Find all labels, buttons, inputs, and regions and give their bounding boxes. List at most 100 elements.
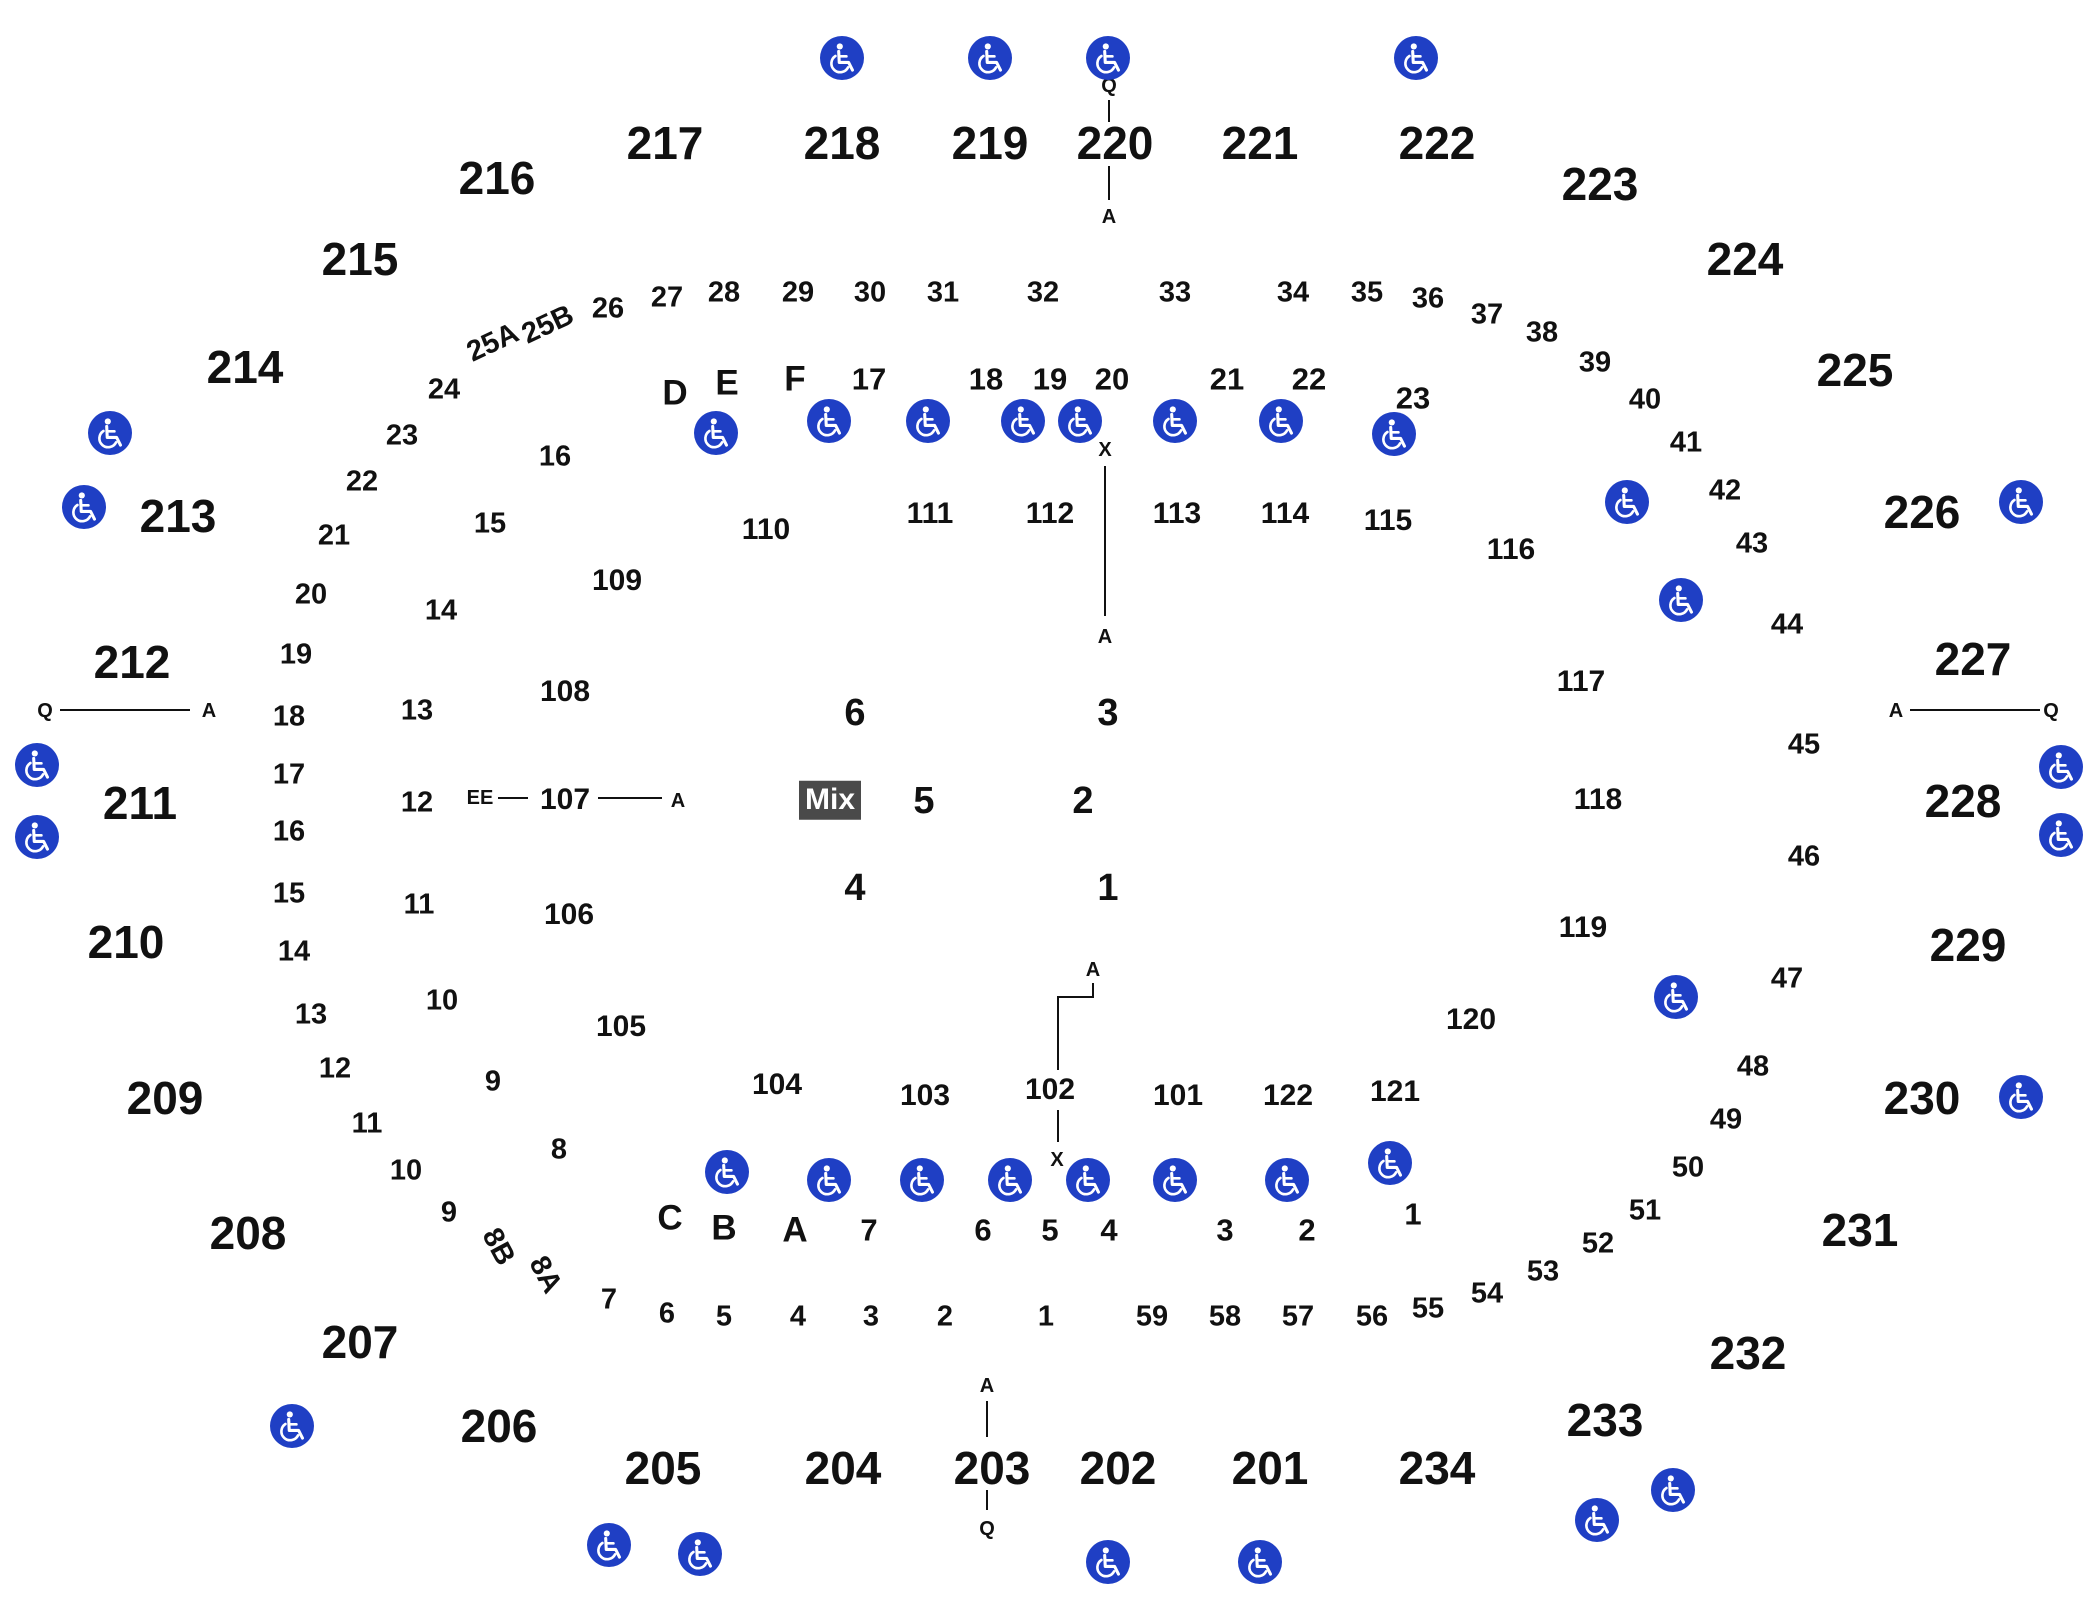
section-228[interactable]: 228 [1924, 775, 2002, 827]
row-label: 23 [1395, 380, 1431, 416]
section-116[interactable]: 116 [1486, 533, 1536, 566]
section-232[interactable]: 232 [1709, 1327, 1787, 1379]
floor-section-1[interactable]: 1 [1097, 867, 1119, 909]
marker-a: A [1888, 700, 1904, 722]
row-label: 21 [317, 519, 351, 552]
section-203[interactable]: 203 [953, 1442, 1031, 1494]
wheelchair-icon [988, 1158, 1032, 1202]
section-101[interactable]: 101 [1152, 1079, 1204, 1112]
section-205[interactable]: 205 [624, 1442, 702, 1494]
wheelchair-icon [1651, 1468, 1695, 1512]
section-202[interactable]: 202 [1079, 1442, 1157, 1494]
section-217[interactable]: 217 [626, 117, 704, 169]
row-label: 19 [1032, 361, 1068, 397]
section-208[interactable]: 208 [209, 1207, 287, 1259]
floor-section-2[interactable]: 2 [1072, 780, 1094, 822]
section-104[interactable]: 104 [751, 1068, 803, 1101]
row-label: 53 [1526, 1255, 1560, 1288]
section-110[interactable]: 110 [741, 513, 791, 546]
section-233[interactable]: 233 [1566, 1394, 1644, 1446]
floor-section-5[interactable]: 5 [913, 780, 935, 822]
row-label: 34 [1276, 276, 1310, 309]
row-label: 39 [1578, 346, 1612, 379]
row-label: 8 [550, 1133, 568, 1166]
section-119[interactable]: 119 [1558, 911, 1608, 944]
section-121[interactable]: 121 [1369, 1075, 1421, 1108]
section-220[interactable]: 220 [1076, 117, 1154, 169]
section-108[interactable]: 108 [539, 675, 591, 708]
row-label: 50 [1671, 1151, 1705, 1184]
section-225[interactable]: 225 [1816, 344, 1894, 396]
row-label: 30 [853, 276, 887, 309]
section-114[interactable]: 114 [1260, 497, 1310, 530]
row-label: 43 [1735, 527, 1769, 560]
section-112[interactable]: 112 [1025, 497, 1075, 530]
section-206[interactable]: 206 [460, 1400, 538, 1452]
row-label: 6 [658, 1297, 676, 1330]
section-216[interactable]: 216 [458, 152, 536, 204]
section-218[interactable]: 218 [803, 117, 881, 169]
section-213[interactable]: 213 [139, 490, 217, 542]
section-222[interactable]: 222 [1398, 117, 1476, 169]
aisle-line [1092, 983, 1094, 997]
aisle-line [1104, 466, 1106, 616]
section-204[interactable]: 204 [804, 1442, 882, 1494]
section-117[interactable]: 117 [1556, 665, 1606, 698]
wheelchair-icon [1259, 399, 1303, 443]
wheelchair-icon [705, 1150, 749, 1194]
section-107[interactable]: 107 [539, 783, 591, 816]
row-label: 21 [1209, 361, 1245, 397]
section-229[interactable]: 229 [1929, 919, 2007, 971]
section-118[interactable]: 118 [1573, 783, 1623, 816]
section-120[interactable]: 120 [1445, 1003, 1497, 1036]
section-214[interactable]: 214 [206, 341, 284, 393]
wheelchair-icon [1368, 1141, 1412, 1185]
section-224[interactable]: 224 [1706, 233, 1784, 285]
floor-section-6[interactable]: 6 [844, 692, 866, 734]
wheelchair-icon [1238, 1540, 1282, 1584]
section-215[interactable]: 215 [321, 233, 399, 285]
section-219[interactable]: 219 [951, 117, 1029, 169]
section-210[interactable]: 210 [87, 916, 165, 968]
section-122[interactable]: 122 [1262, 1079, 1314, 1112]
section-103[interactable]: 103 [899, 1079, 951, 1112]
row-label: 2 [936, 1300, 954, 1333]
section-113[interactable]: 113 [1152, 497, 1202, 530]
section-207[interactable]: 207 [321, 1316, 399, 1368]
section-102[interactable]: 102 [1024, 1073, 1076, 1106]
section-201[interactable]: 201 [1231, 1442, 1309, 1494]
section-221[interactable]: 221 [1221, 117, 1299, 169]
section-209[interactable]: 209 [126, 1072, 204, 1124]
wheelchair-icon [1153, 1158, 1197, 1202]
floor-section-3[interactable]: 3 [1097, 692, 1119, 734]
row-label: 33 [1158, 276, 1192, 309]
section-105[interactable]: 105 [595, 1010, 647, 1043]
row-label: 58 [1208, 1300, 1242, 1333]
floor-section-4[interactable]: 4 [844, 867, 866, 909]
section-106[interactable]: 106 [543, 898, 595, 931]
row-label: 25B [516, 298, 579, 351]
section-230[interactable]: 230 [1883, 1072, 1961, 1124]
wheelchair-icon [1394, 36, 1438, 80]
section-212[interactable]: 212 [93, 636, 171, 688]
section-227[interactable]: 227 [1934, 633, 2012, 685]
section-211[interactable]: 211 [102, 777, 178, 829]
section-234[interactable]: 234 [1398, 1442, 1476, 1494]
row-label: 54 [1470, 1277, 1504, 1310]
section-115[interactable]: 115 [1363, 504, 1413, 537]
section-223[interactable]: 223 [1561, 158, 1639, 210]
aisle-line [498, 797, 528, 799]
marker-x: X [1050, 1149, 1064, 1171]
row-label: 46 [1787, 840, 1821, 873]
section-111[interactable]: 111 [906, 497, 954, 530]
section-109[interactable]: 109 [591, 564, 643, 597]
aisle-line [1057, 1110, 1059, 1142]
wheelchair-icon [1654, 975, 1698, 1019]
row-label: 31 [926, 276, 960, 309]
row-label: 40 [1628, 383, 1662, 416]
wheelchair-icon [678, 1532, 722, 1576]
section-231[interactable]: 231 [1821, 1204, 1899, 1256]
section-226[interactable]: 226 [1883, 486, 1961, 538]
wheelchair-icon [15, 743, 59, 787]
